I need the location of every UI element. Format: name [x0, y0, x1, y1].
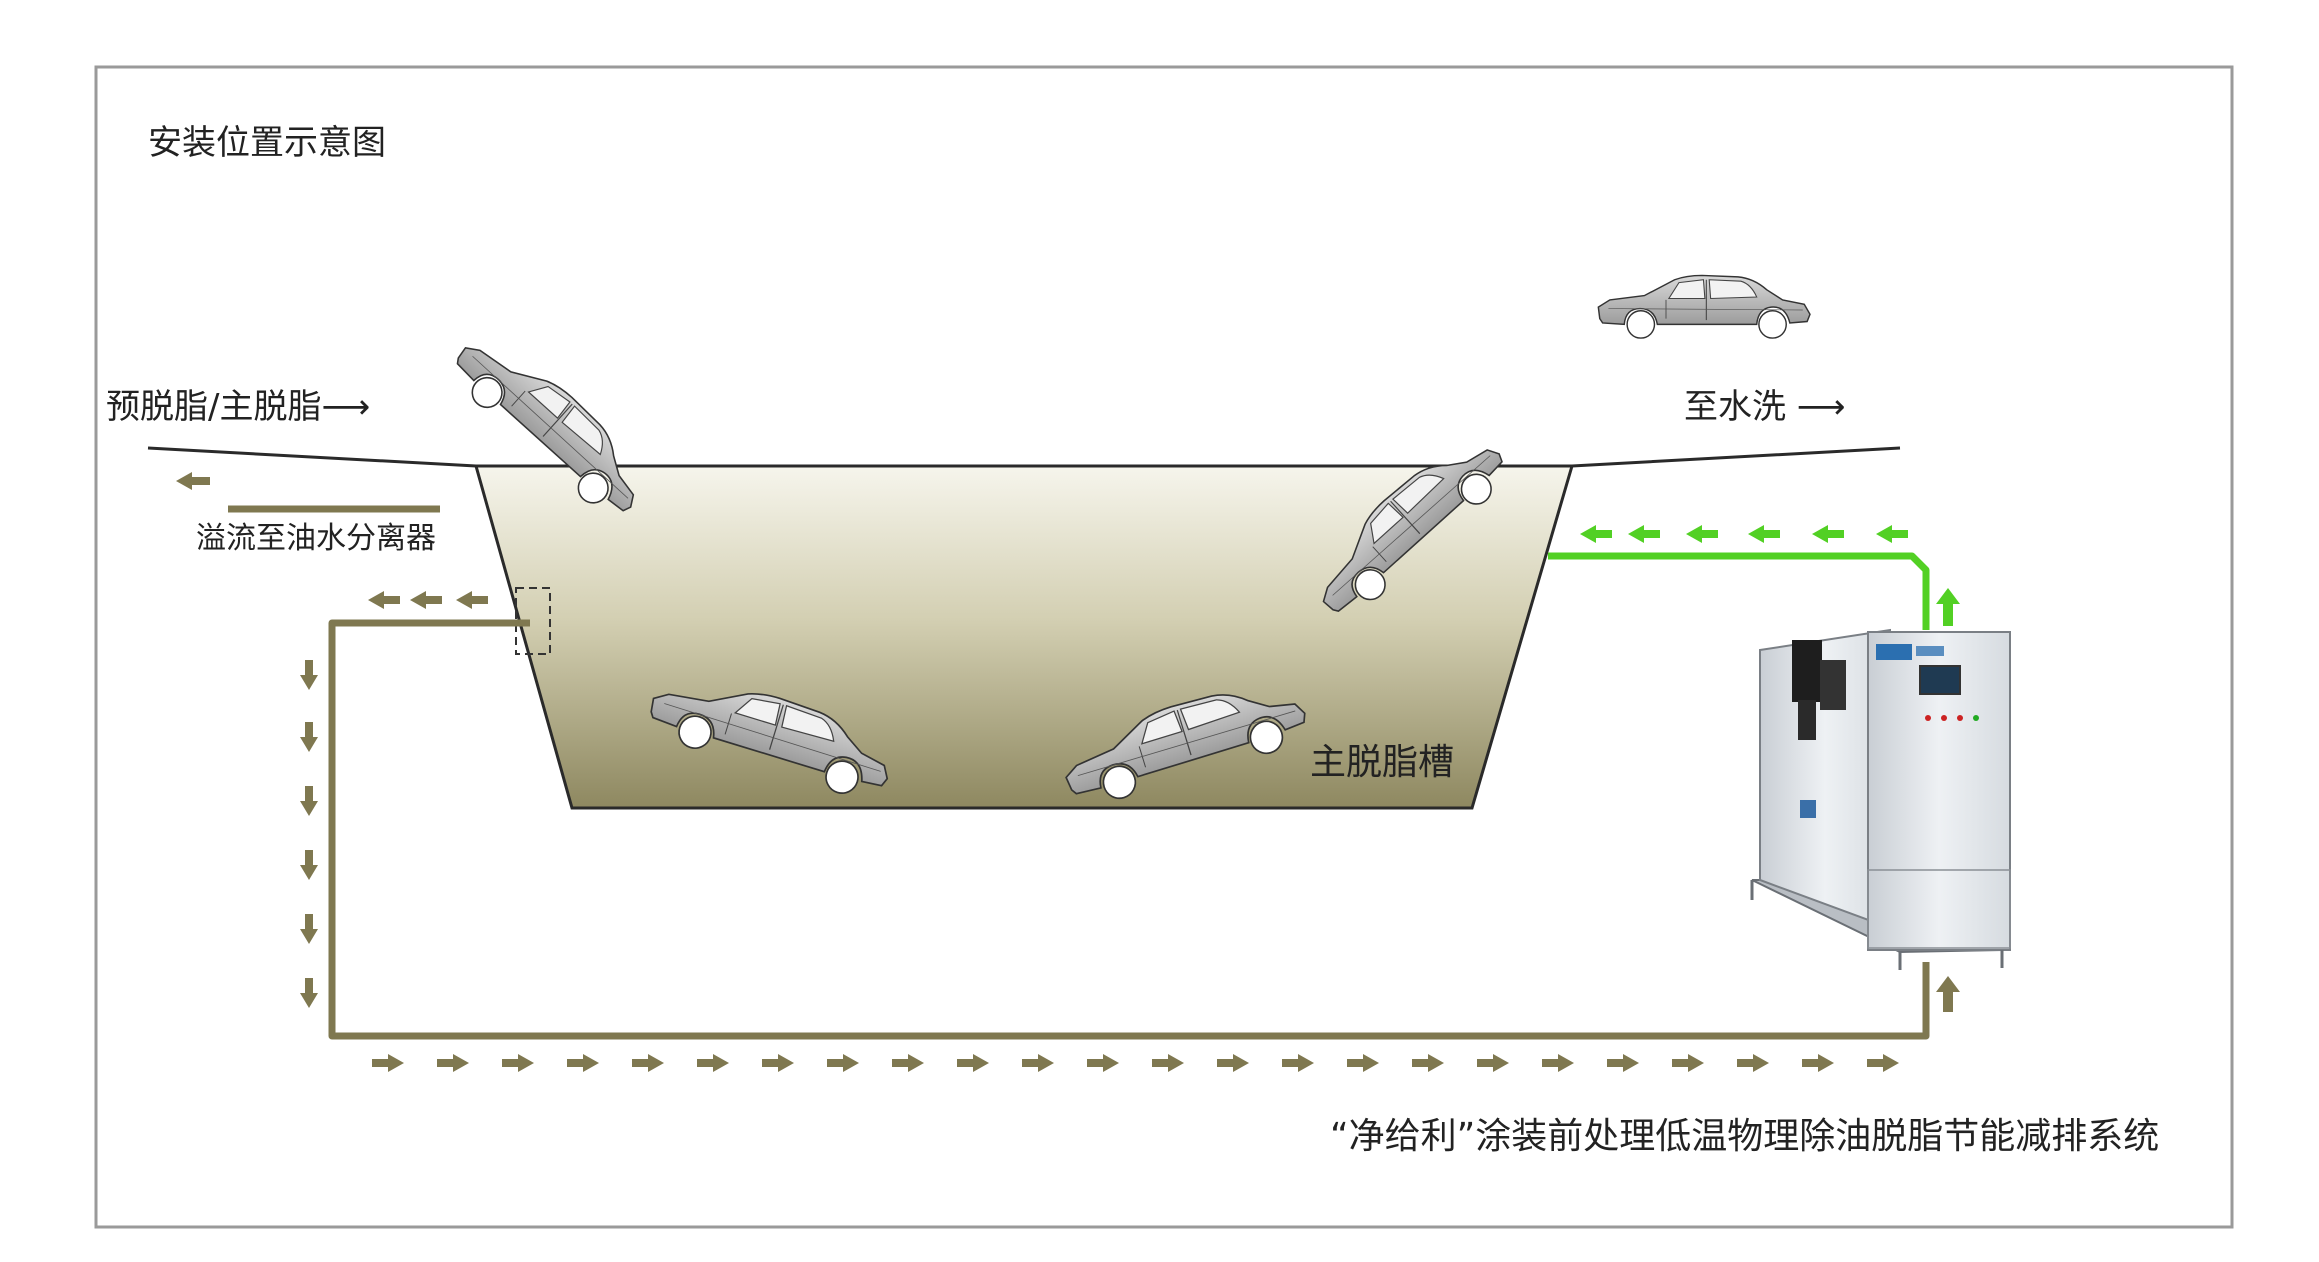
arrow-up-icon-olive	[1936, 976, 1960, 1012]
arrow-right-icon	[502, 1054, 534, 1072]
arrow-right-icon	[372, 1054, 404, 1072]
arrow-left-icon	[410, 591, 442, 609]
arrow-right-icon	[892, 1054, 924, 1072]
system-caption: “净给利”涂装前处理低温物理除油脱脂节能减排系统	[1330, 1116, 2159, 1157]
inflow-label: 预脱脂/主脱脂⟶	[106, 387, 370, 427]
arrow-right-icon	[1347, 1054, 1379, 1072]
arrow-down-icon	[300, 850, 318, 880]
arrow-left-icon	[1812, 525, 1844, 543]
arrow-right-icon	[762, 1054, 794, 1072]
arrow-right-icon	[1802, 1054, 1834, 1072]
arrow-right-icon	[437, 1054, 469, 1072]
outflow-label: 至水洗 ⟶	[1684, 387, 1846, 427]
arrow-right-icon	[1542, 1054, 1574, 1072]
arrow-down-icons-olive	[300, 660, 318, 1008]
arrow-left-icon	[1876, 525, 1908, 543]
arrow-left-icon	[1686, 525, 1718, 543]
arrow-left-icon	[368, 591, 400, 609]
arrow-left-icons-olive	[368, 591, 488, 609]
arrow-down-icon	[300, 978, 318, 1008]
arrow-right-icon	[1282, 1054, 1314, 1072]
overflow-arrow-left-icon	[176, 472, 210, 490]
arrow-right-icon	[1412, 1054, 1444, 1072]
arrow-down-icon	[300, 914, 318, 944]
arrow-right-icon	[1477, 1054, 1509, 1072]
arrow-right-icon	[1737, 1054, 1769, 1072]
arrow-right-icon	[632, 1054, 664, 1072]
arrow-right-icon	[1672, 1054, 1704, 1072]
arrow-left-icon	[1628, 525, 1660, 543]
arrow-right-icons-olive	[372, 1054, 1899, 1072]
arrow-right-icon	[1022, 1054, 1054, 1072]
arrow-right-icon	[827, 1054, 859, 1072]
suction-inlet-box	[515, 587, 551, 655]
arrow-right-icon	[1217, 1054, 1249, 1072]
arrow-right-icon	[1087, 1054, 1119, 1072]
arrow-left-icons-green	[1580, 525, 1908, 543]
arrow-right-icon	[1152, 1054, 1184, 1072]
arrow-down-icon	[300, 786, 318, 816]
tank-label: 主脱脂槽	[1310, 742, 1454, 783]
suction-pipe	[328, 619, 1930, 1040]
diagram-title: 安装位置示意图	[148, 123, 386, 163]
arrow-right-icon	[957, 1054, 989, 1072]
arrow-left-icon	[1580, 525, 1612, 543]
return-pipe	[1548, 552, 1930, 630]
treatment-machine-icon	[1750, 628, 2011, 970]
arrow-up-icon-green	[1936, 588, 1960, 626]
arrow-left-icon	[1748, 525, 1780, 543]
arrow-down-icon	[300, 660, 318, 690]
arrow-right-icon	[1607, 1054, 1639, 1072]
arrow-right-icon	[697, 1054, 729, 1072]
arrow-down-icon	[300, 722, 318, 752]
arrow-left-icon	[456, 591, 488, 609]
overflow-label: 溢流至油水分离器	[196, 521, 436, 556]
arrow-right-icon	[567, 1054, 599, 1072]
arrow-right-icon	[1867, 1054, 1899, 1072]
